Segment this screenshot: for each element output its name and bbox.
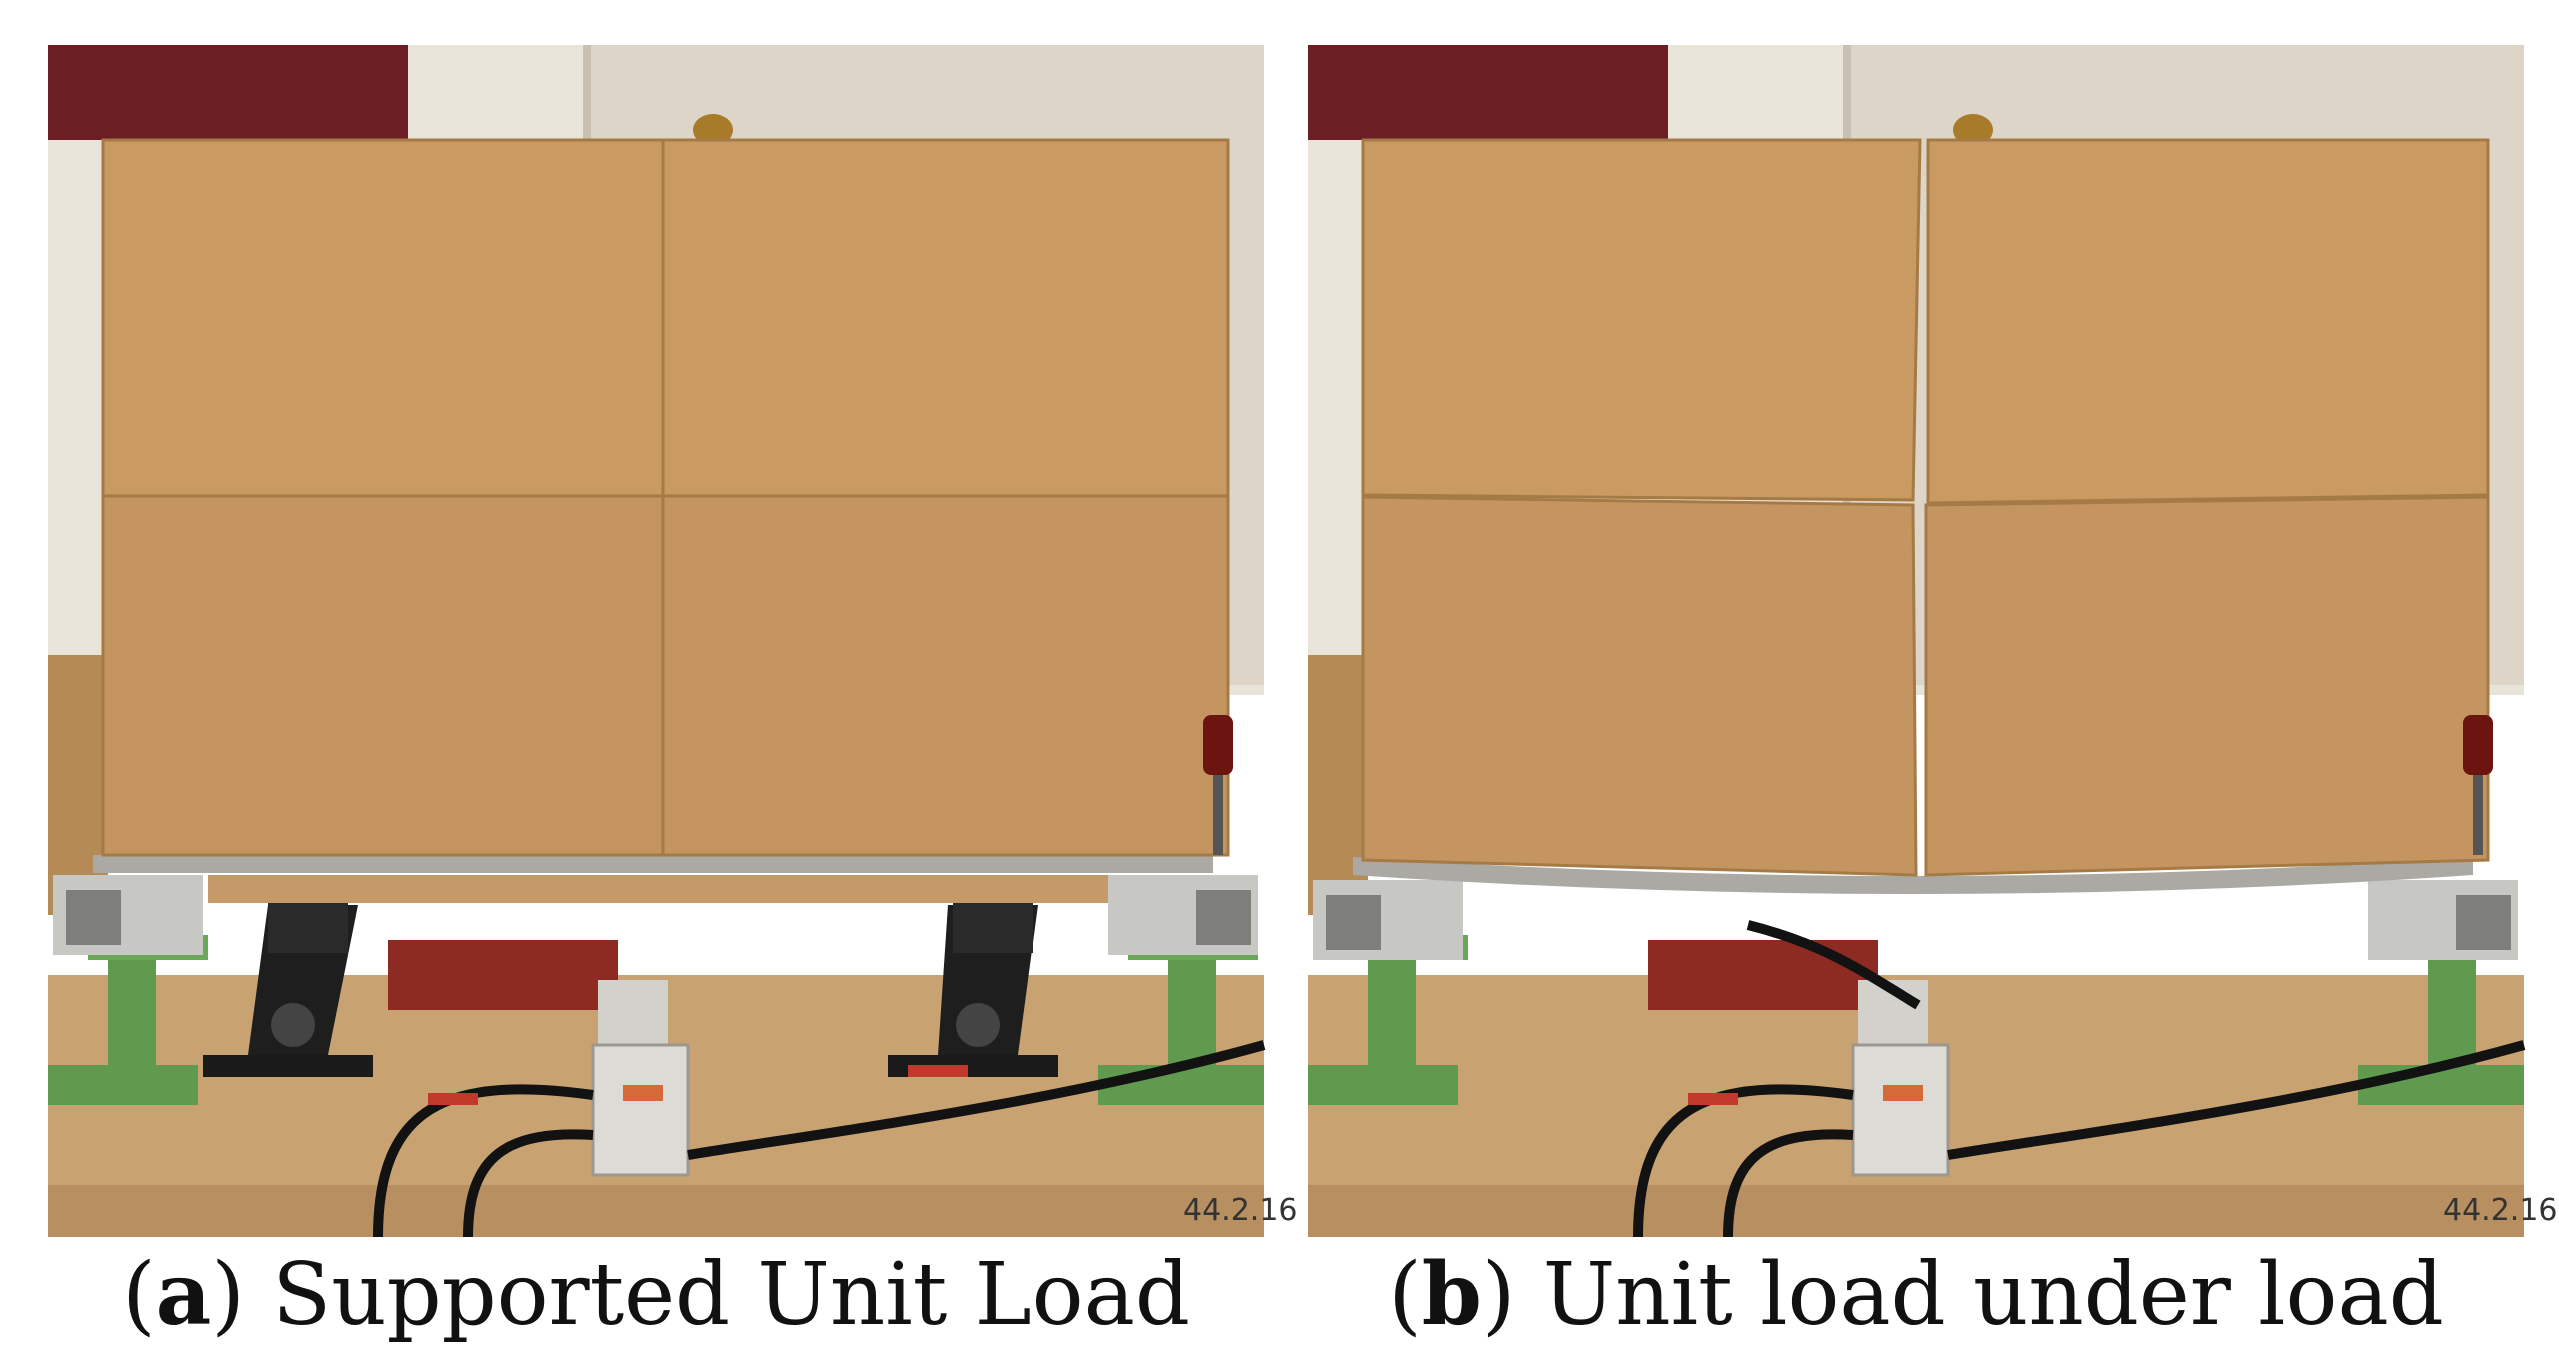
red-equipment (1648, 940, 1878, 1010)
caption-a: (a) Supported Unit Load (122, 1244, 1190, 1346)
box-top-left (101, 138, 665, 498)
tube-left (1313, 880, 1463, 960)
floor-edge (48, 1185, 1264, 1237)
caption-b-title: Unit load under load (1542, 1245, 2444, 1345)
cable-connector (428, 1093, 478, 1105)
shelf-left (1308, 655, 1368, 915)
photo-b-scene: 44.2.16 (1308, 45, 2558, 1238)
tube-left (53, 875, 203, 955)
jack-left (203, 903, 373, 1077)
door-knob (693, 114, 733, 146)
box-top-right (1926, 138, 2490, 505)
caption-b: (b) Unit load under load (1388, 1244, 2444, 1346)
door-knob (1953, 114, 1993, 146)
box-bottom-left (1361, 495, 1918, 877)
floor-mark: 44.2.16 (1183, 1193, 1298, 1228)
box-stack (101, 138, 1230, 857)
caption-b-letter: b (1421, 1244, 1482, 1345)
tube-right (2368, 880, 2518, 960)
load-cell-icon (591, 980, 690, 1177)
pallet-deck-deflected (1353, 857, 2473, 894)
photo-a-scene: 44.2.16 (48, 45, 1298, 1238)
caption-a-letter: a (155, 1244, 212, 1345)
cable-icon (1633, 920, 2526, 1238)
cable-connector (1688, 1093, 1738, 1105)
box-top-left (1361, 138, 1922, 502)
clamp-icon (2463, 715, 2493, 855)
photo-supported-unit-load: 44.2.16 (48, 45, 1298, 1238)
jack-right (888, 903, 1058, 1077)
floor-mark: 44.2.16 (2443, 1193, 2558, 1228)
photo-unit-load-under-load: 44.2.16 (1308, 45, 2558, 1238)
tube-right (1108, 875, 1258, 955)
maroon-band (1308, 45, 1668, 140)
box-stack (1361, 138, 2490, 877)
wood-plank (208, 875, 1108, 903)
box-bottom-right (1924, 495, 2490, 877)
box-bottom-right (661, 494, 1230, 857)
pallet-deck (93, 855, 1213, 873)
caption-a-title: Supported Unit Load (272, 1245, 1190, 1345)
clamp-icon (1203, 715, 1233, 855)
box-top-right (661, 138, 1230, 498)
maroon-band (48, 45, 408, 140)
floor-edge (1308, 1185, 2524, 1237)
red-equipment (388, 940, 618, 1010)
cable-icon (373, 1040, 1266, 1238)
box-bottom-left (101, 494, 665, 857)
